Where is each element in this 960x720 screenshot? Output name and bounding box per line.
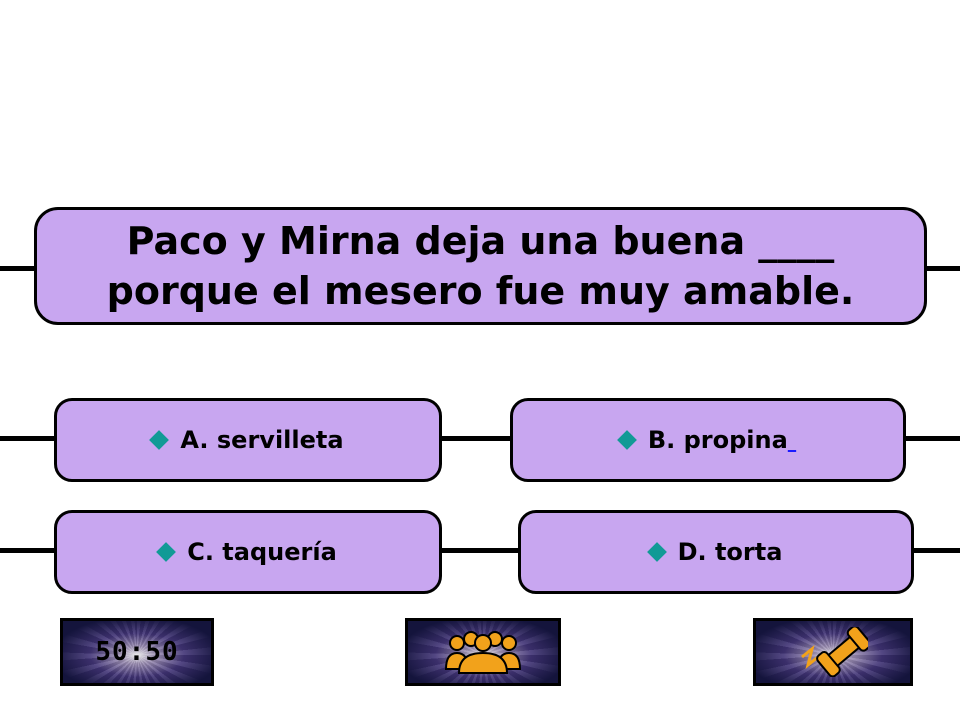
fifty-fifty-label: 50:50	[95, 637, 179, 667]
answer-c-label: C. taquería	[187, 538, 337, 566]
phone-icon	[801, 627, 868, 677]
answer-line-row1-right	[904, 436, 960, 441]
answer-d-button[interactable]: D. torta	[518, 510, 914, 594]
answer-c-button[interactable]: C. taquería	[54, 510, 442, 594]
answer-b-trailing-link[interactable]	[788, 426, 796, 454]
answer-line-row2-right	[912, 548, 960, 553]
phone-friend-lifeline-button[interactable]	[753, 618, 913, 686]
answer-a-button[interactable]: A. servilleta	[54, 398, 442, 482]
question-line-right	[926, 266, 960, 271]
answer-line-row2-mid	[440, 548, 520, 553]
question-panel: Paco y Mirna deja una buena ____ porque …	[34, 207, 927, 325]
answer-line-row1-mid	[440, 436, 512, 441]
answer-line-row1-left	[0, 436, 56, 441]
answer-d-label: D. torta	[677, 538, 783, 566]
lifeline-background	[63, 621, 211, 683]
audience-icon	[444, 631, 522, 674]
answer-a-label: A. servilleta	[180, 426, 344, 454]
answer-b-label: B. propina	[647, 426, 788, 454]
diamond-icon	[149, 430, 170, 450]
diamond-icon	[646, 542, 667, 562]
answer-b-button[interactable]: B. propina	[510, 398, 906, 482]
question-text: Paco y Mirna deja una buena ____ porque …	[106, 219, 855, 313]
answer-line-row2-left	[0, 548, 56, 553]
fifty-fifty-lifeline-button[interactable]: 50:50	[60, 618, 214, 686]
diamond-icon	[156, 542, 177, 562]
diamond-icon	[616, 430, 637, 450]
ask-audience-lifeline-button[interactable]	[405, 618, 561, 686]
question-line-left	[0, 266, 36, 271]
